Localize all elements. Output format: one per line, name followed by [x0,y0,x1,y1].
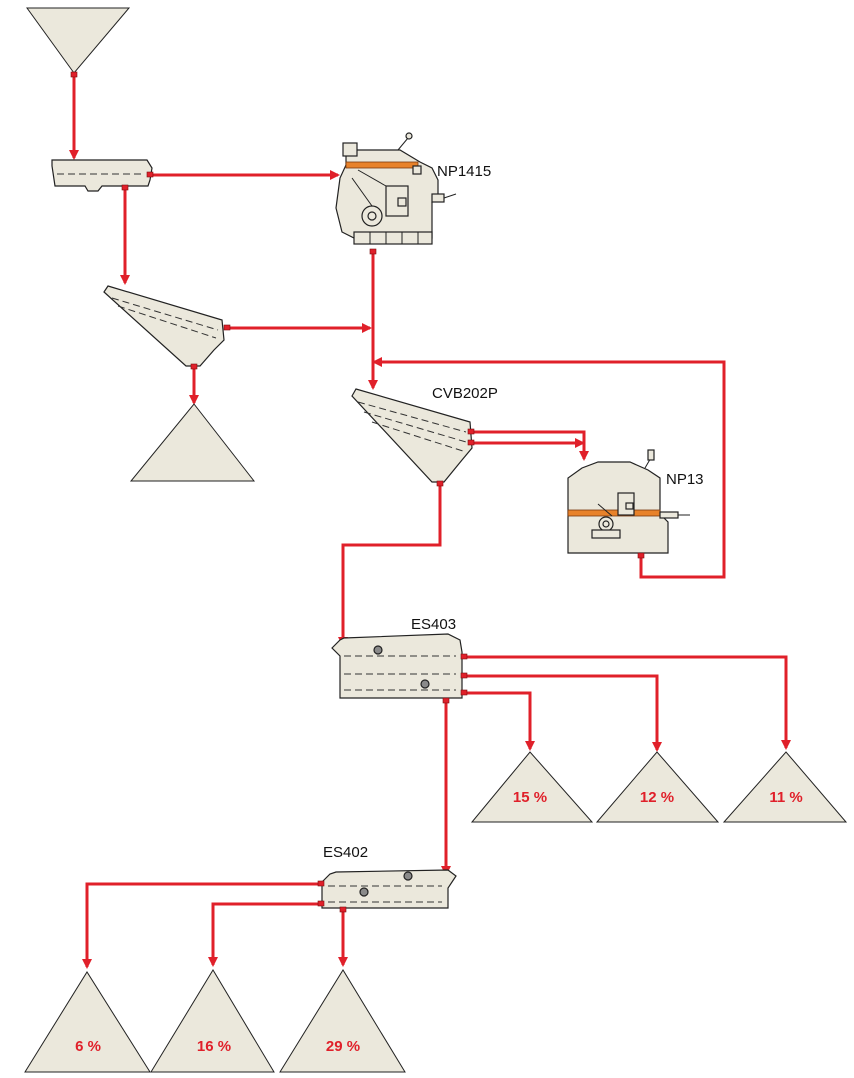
product-pile-15: 15 % [470,751,594,823]
vibrating-feeder [51,159,154,192]
feed-hopper [26,7,131,78]
product-pile-11-value: 11 % [769,789,802,806]
flow-cvb-to-es403 [338,483,442,647]
cvb202p-label: CVB202P [432,385,498,402]
np13-label: NP13 [666,471,704,488]
product-pile-29: 29 % [279,969,406,1073]
product-pile-16: 16 % [150,969,275,1073]
product-pile-11: 11 % [722,751,848,823]
es402-screen: ES402 [317,844,457,913]
cvb202p-screen: CVB202P [351,385,498,487]
flow-es402-to-16pct [208,902,322,967]
es403-screen: ES403 [331,616,468,704]
product-pile-6: 6 % [24,971,151,1073]
np1415-crusher: NP1415 [335,132,491,255]
flow-es402-to-6pct [82,882,322,969]
flow-cvb-to-np13-a [471,430,589,461]
es403-label: ES403 [411,616,456,633]
product-pile-6-value: 6 % [75,1038,101,1055]
flow-lines [69,75,791,969]
flow-np13-recirc [372,357,726,579]
flow-es403-to-12pct [464,674,662,752]
product-pile-12: 12 % [595,751,720,823]
np1415-label: NP1415 [437,163,491,180]
product-pile-16-value: 16 % [197,1038,231,1055]
scalping-screen [103,285,231,370]
np13-crusher: NP13 [567,449,704,559]
es402-label: ES402 [323,844,368,861]
product-pile-15-value: 15 % [513,789,547,806]
product-pile-12-value: 12 % [640,789,674,806]
scalper-pile [129,403,256,482]
flow-es403-to-11pct [464,655,791,750]
product-pile-29-value: 29 % [326,1038,360,1055]
np1415-base [353,231,433,245]
flow-es403-to-15pct [464,691,535,751]
